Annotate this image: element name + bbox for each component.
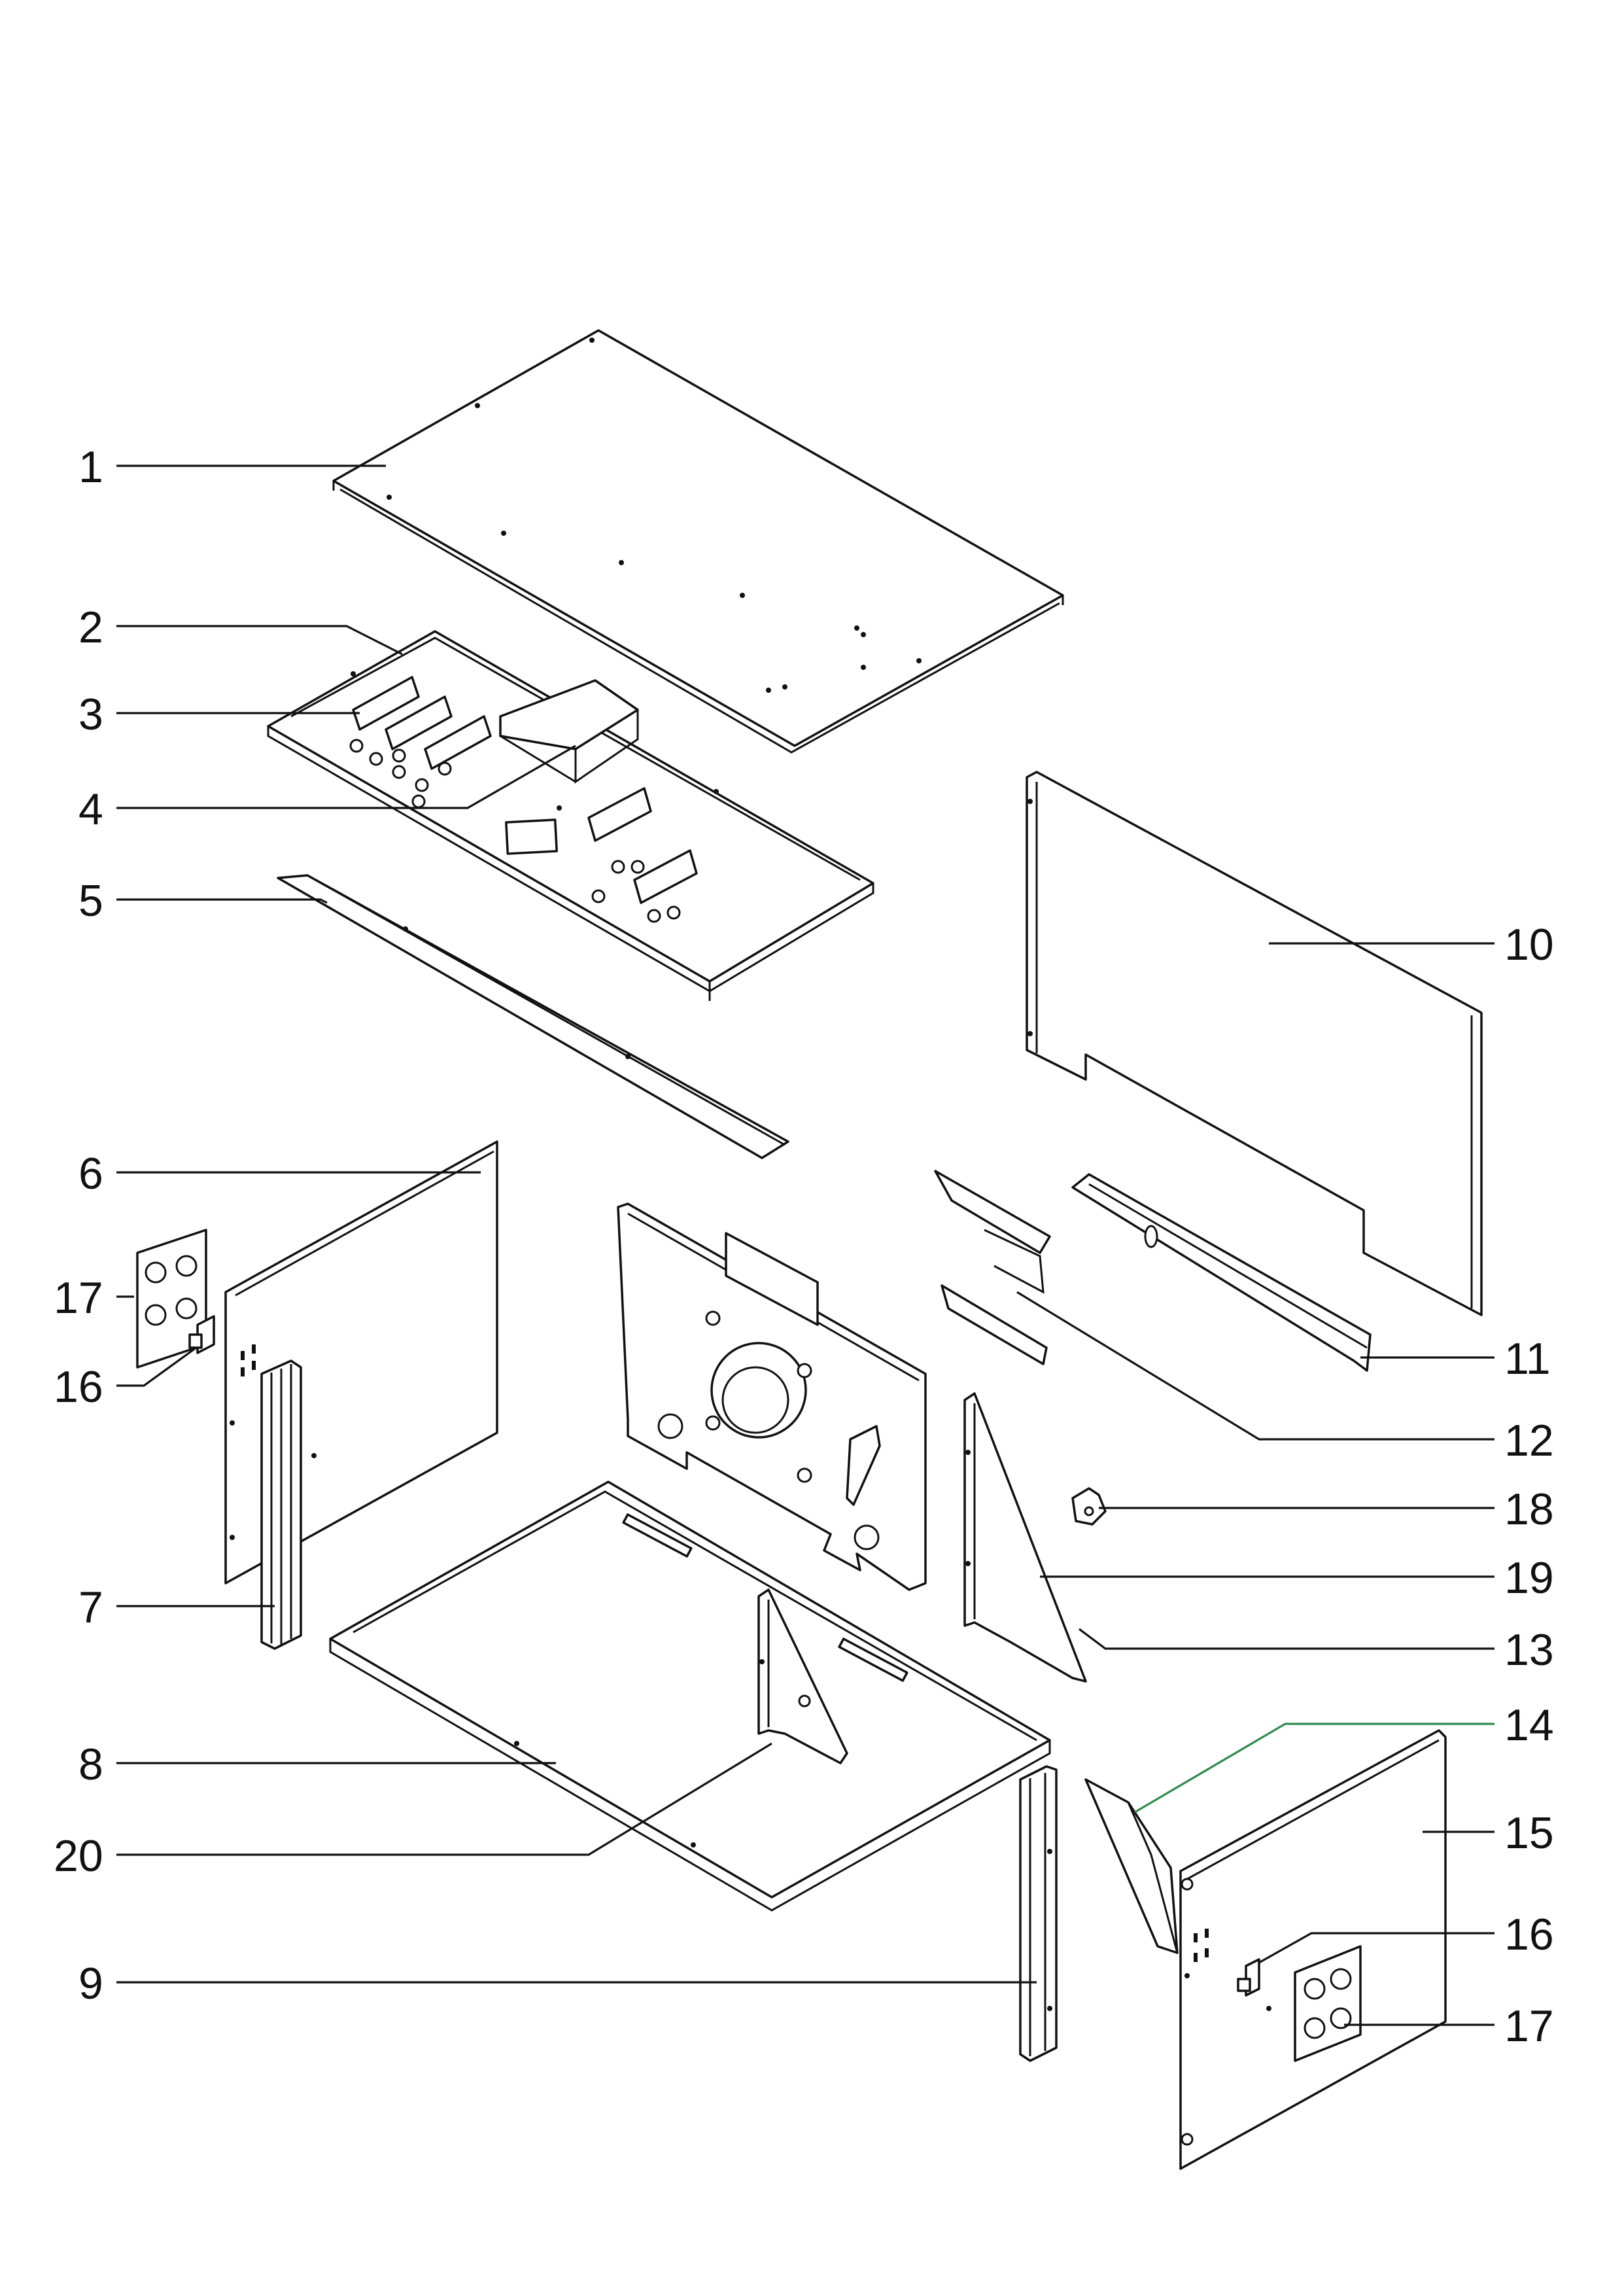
leader-16b [1258, 1932, 1494, 1964]
callout-numbers: 1 2 3 4 5 6 17 16 7 8 20 9 10 11 12 18 1… [54, 442, 1554, 2051]
callout-17-left: 17 [54, 1273, 103, 1323]
callout-14: 14 [1504, 1700, 1554, 1750]
part-19-fan-plate [617, 1202, 927, 1591]
callout-7: 7 [78, 1583, 103, 1632]
leader-12 [1016, 1291, 1494, 1441]
callout-17-right: 17 [1504, 2001, 1554, 2051]
part-11-rear-channel [1071, 1173, 1372, 1372]
part-12-bent-bracket [934, 1170, 1051, 1365]
part-9-right-vertical-profile [1019, 1765, 1058, 2062]
callout-18: 18 [1504, 1484, 1554, 1534]
callout-2: 2 [78, 603, 103, 652]
part-17-right-mounting-plate [1294, 1945, 1362, 2062]
part-7-left-vertical-profile [260, 1359, 302, 1650]
leader-16a [116, 1346, 197, 1387]
callout-13: 13 [1504, 1625, 1554, 1675]
callout-4: 4 [78, 784, 103, 834]
callout-1: 1 [78, 442, 103, 492]
part-10-rear-panel [1026, 771, 1483, 1316]
callout-8: 8 [78, 1740, 103, 1789]
callout-3: 3 [78, 690, 103, 739]
part-20-base-gusset [757, 1588, 848, 1764]
part-16-right-latch [1237, 1958, 1260, 1997]
part-14-side-flap [1084, 1778, 1179, 1954]
callout-12: 12 [1504, 1416, 1554, 1465]
callout-16-right: 16 [1504, 1910, 1554, 1959]
leader-5 [116, 898, 328, 904]
callout-10: 10 [1504, 920, 1554, 970]
part-15-right-side-panel [1179, 1729, 1447, 2170]
part-4-air-duct [499, 679, 639, 784]
callout-19: 19 [1504, 1553, 1554, 1603]
callout-5: 5 [78, 876, 103, 926]
leader-20 [116, 1742, 772, 1856]
part-13-side-gusset [963, 1392, 1087, 1683]
part-16-left-latch [188, 1315, 215, 1354]
callout-11: 11 [1504, 1334, 1551, 1384]
part-3-tray-brackets [352, 676, 698, 904]
callout-6: 6 [78, 1149, 103, 1199]
leader-lines [116, 464, 1494, 2026]
callout-15: 15 [1504, 1808, 1554, 1858]
callout-20: 20 [54, 1831, 103, 1881]
part-8-base-tray [329, 1480, 1051, 1912]
part-18-clip [1071, 1487, 1107, 1526]
leader-14 [1134, 1723, 1494, 1813]
part-5-angle-rail [277, 874, 789, 1159]
callout-9: 9 [78, 1959, 103, 2008]
leader-2 [116, 625, 403, 656]
part-1-top-cover [332, 329, 1064, 754]
leader-13 [1079, 1628, 1494, 1650]
leader-4 [116, 745, 576, 809]
callout-16-left: 16 [54, 1362, 103, 1412]
part-17-left-mounting-plate [136, 1229, 207, 1369]
